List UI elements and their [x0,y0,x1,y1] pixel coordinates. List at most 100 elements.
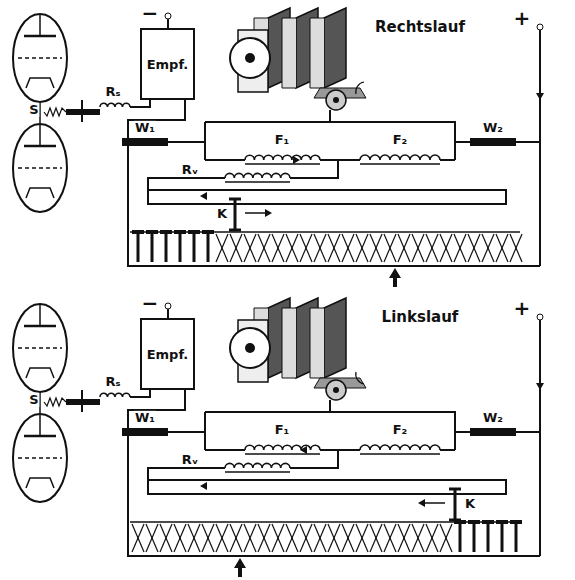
part-label: + [513,7,532,29]
terminal [537,314,543,320]
comb-tooth [356,524,368,552]
comb-tooth [160,524,172,552]
comb-tooth [370,524,382,552]
cathode [26,78,54,88]
wire [516,431,540,433]
resistor-block [470,428,516,436]
wire [167,19,169,28]
comb-tooth [286,234,298,262]
comb-tooth [174,524,186,552]
comb-rail [130,231,520,233]
comb-tooth [230,524,242,552]
wire [329,400,331,412]
box-label: Empf. [147,347,189,362]
wire [440,159,455,161]
receiver-box: Empf. [140,318,195,390]
comb-tooth [300,234,312,262]
cathode [26,368,54,378]
core-line [225,181,290,183]
slider [454,489,457,520]
coil-symbol [245,155,320,160]
panel-title: Linkslauf [381,309,460,326]
comb-tooth [314,234,326,262]
panel-title: Rechtslauf [374,19,466,36]
tube-symbol [13,14,67,102]
shorted-tooth [137,232,140,262]
comb-tooth [384,234,396,262]
comb-tooth [202,524,214,552]
comb-tooth [244,234,256,262]
comb-tooth [286,234,298,262]
pointer [389,268,401,287]
comb-tooth [384,524,396,552]
circuit-panel [13,8,544,287]
part-label: S [28,103,39,117]
current-arrow [265,209,272,217]
part-label: W₁ [134,121,156,135]
comb-tooth [272,524,284,552]
anode-lead [39,14,41,36]
comb-tooth [482,234,494,262]
comb-tooth [202,524,214,552]
anode-lead [39,414,41,436]
comb-tooth [272,234,284,262]
part-label: F₂ [392,423,409,437]
comb-tooth [426,234,438,262]
comb-tooth [300,524,312,552]
part-label: F₂ [392,133,409,147]
comb-tooth [440,524,452,552]
terminal [537,24,543,30]
comb-tooth [146,524,158,552]
comb-tooth [496,234,508,262]
switch-contact [81,390,83,412]
cathode [26,188,54,198]
core-line [245,163,320,165]
wire [148,468,225,480]
comb-tooth [300,524,312,552]
comb-tooth [398,234,410,262]
current-arrow [418,499,425,507]
wire [455,141,470,143]
comb-tooth [174,524,186,552]
wire [320,159,360,161]
wire [148,178,225,190]
comb-tooth [370,524,382,552]
core-line [360,453,440,455]
comb-tooth [412,234,424,262]
part-label: W₁ [134,411,156,425]
wire [130,390,150,397]
current-arrow [200,192,207,200]
tube-symbol [13,414,67,502]
comb-tooth [342,524,354,552]
comb-tooth [468,234,480,262]
wire [320,449,360,451]
coil-symbol [100,103,130,107]
part-label: − [141,292,160,314]
comb-tooth [160,524,172,552]
comb-tooth [244,234,256,262]
current-arrow [200,482,207,490]
wire [205,159,245,161]
comb-tooth [342,234,354,262]
comb-tooth [216,234,228,262]
comb-tooth [398,234,410,262]
anode-lead [39,124,41,146]
part-label: Rₛ [105,85,122,99]
wire [205,449,245,451]
comb-tooth [468,234,480,262]
wire [168,141,205,143]
current-arrow [300,446,307,454]
comb-tooth [440,524,452,552]
comb-tooth [300,234,312,262]
comb-tooth [370,234,382,262]
comb-tooth [510,234,522,262]
comb-tooth [216,524,228,552]
part-label: − [141,2,160,24]
part-label: K [464,497,476,511]
shorted-tooth [473,522,476,552]
motor-illustration [230,298,366,400]
coil-symbol [225,173,290,178]
current-arrow [536,93,544,100]
